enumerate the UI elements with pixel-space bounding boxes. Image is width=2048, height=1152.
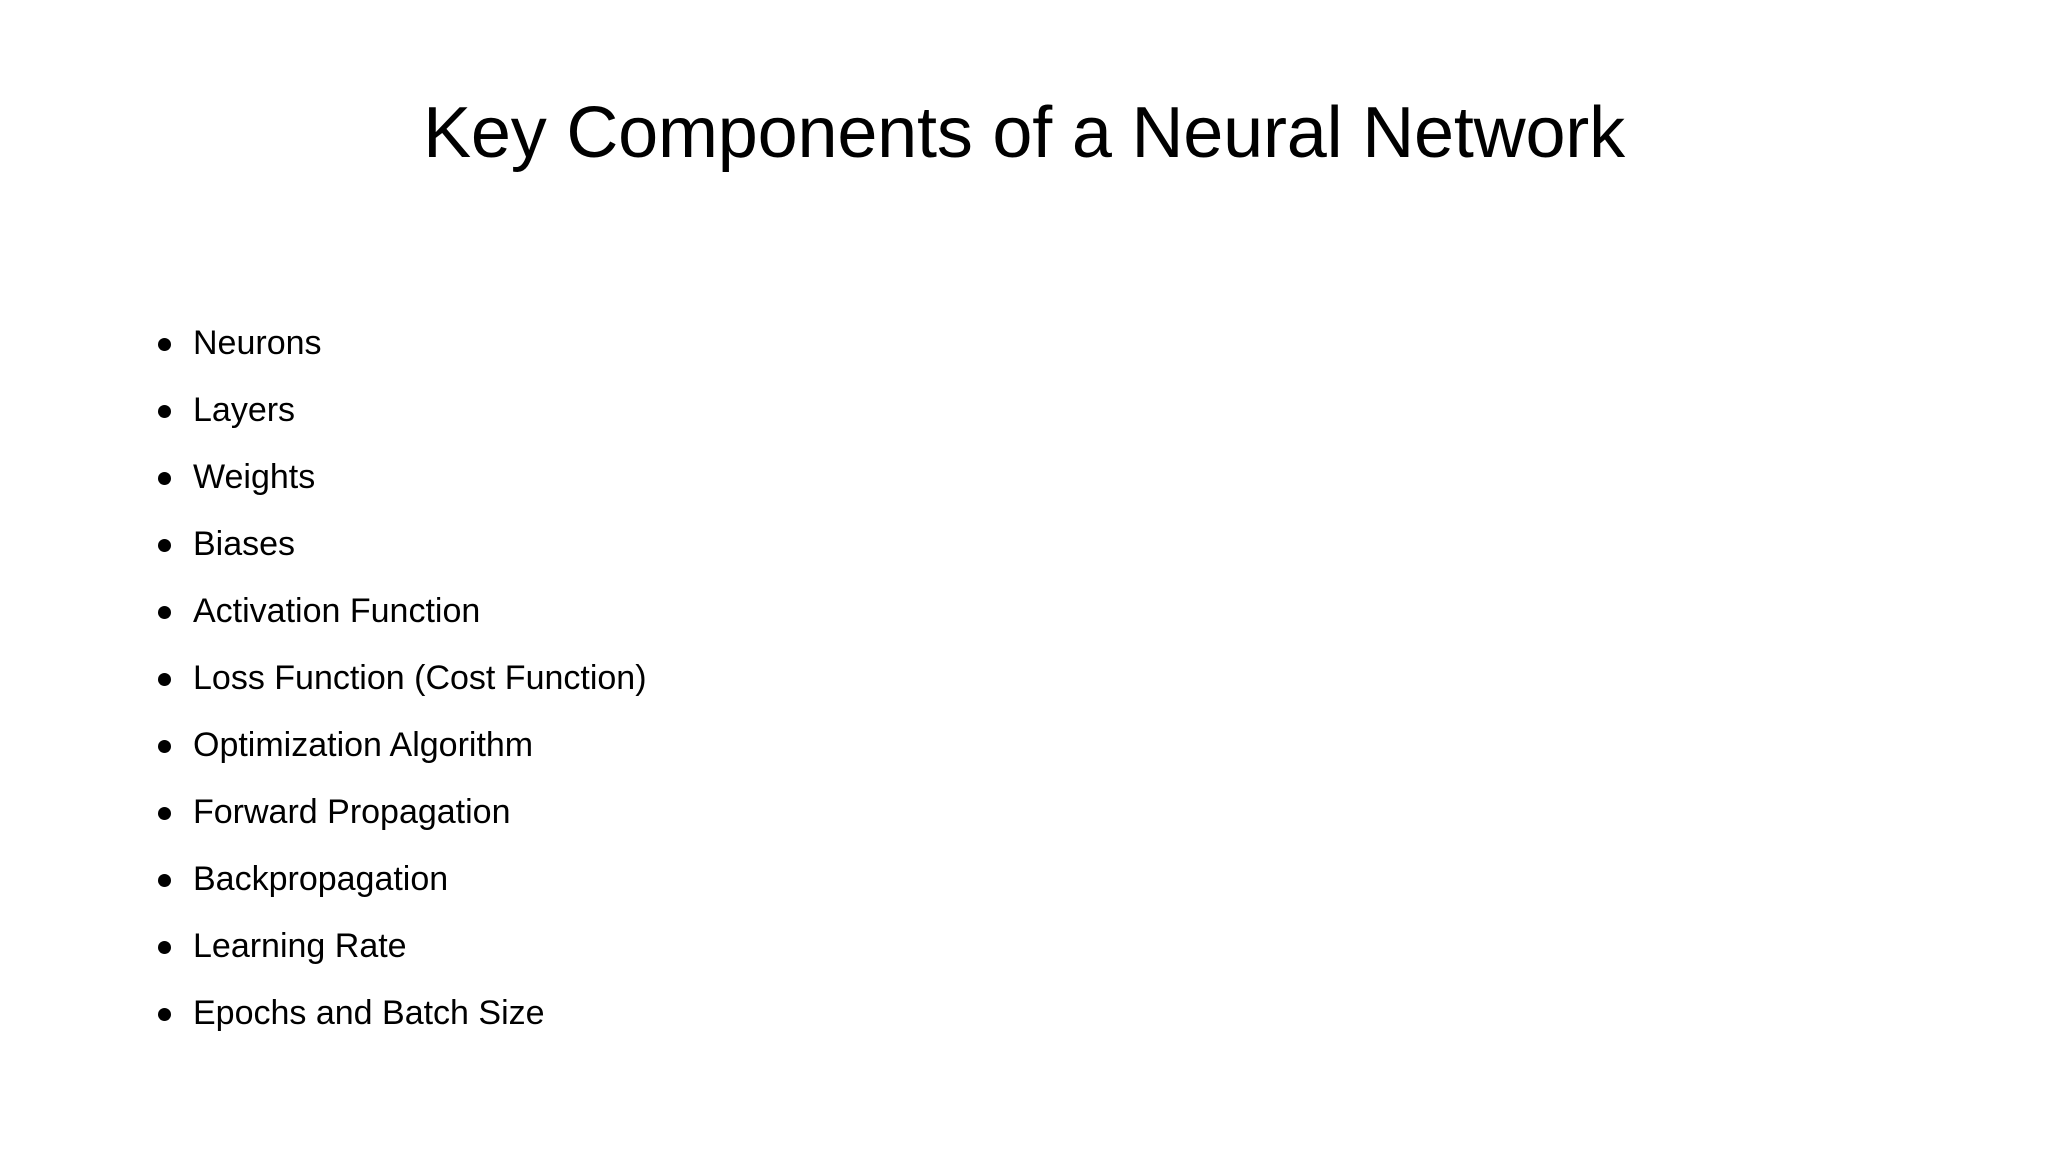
list-item-label: Learning Rate	[193, 927, 407, 965]
list-item-label: Neurons	[193, 324, 322, 362]
list-item-label: Epochs and Batch Size	[193, 994, 545, 1032]
page-title: Key Components of a Neural Network	[423, 93, 1625, 173]
list-item: Optimization Algorithm	[155, 712, 1855, 779]
bullet-dot-icon	[158, 1007, 171, 1021]
list-item: Layers	[155, 377, 1855, 444]
bullet-dot-icon	[158, 538, 171, 552]
list-item: Biases	[155, 511, 1855, 578]
bullet-list: Neurons Layers Weights Biases Activation…	[155, 310, 1855, 1047]
bullet-dot-icon	[158, 337, 171, 351]
list-item: Activation Function	[155, 578, 1855, 645]
bullet-dot-icon	[158, 471, 171, 485]
list-item-label: Backpropagation	[193, 860, 449, 898]
list-item: Neurons	[155, 310, 1855, 377]
bullet-dot-icon	[158, 672, 171, 686]
bullet-dot-icon	[158, 873, 171, 887]
list-item-label: Biases	[193, 525, 296, 563]
list-item: Backpropagation	[155, 846, 1855, 913]
list-item: Learning Rate	[155, 913, 1855, 980]
bullet-dot-icon	[158, 940, 171, 954]
list-item-label: Activation Function	[193, 592, 481, 630]
list-item: Epochs and Batch Size	[155, 980, 1855, 1047]
list-item: Forward Propagation	[155, 779, 1855, 846]
list-item: Weights	[155, 444, 1855, 511]
bullet-dot-icon	[158, 605, 171, 619]
bullet-dot-icon	[158, 806, 171, 820]
list-item-label: Optimization Algorithm	[193, 726, 534, 764]
list-item-label: Layers	[193, 391, 296, 429]
list-item-label: Weights	[193, 458, 316, 496]
list-item-label: Loss Function (Cost Function)	[193, 659, 647, 697]
bullet-dot-icon	[158, 404, 171, 418]
list-item-label: Forward Propagation	[193, 793, 511, 831]
list-item: Loss Function (Cost Function)	[155, 645, 1855, 712]
bullet-dot-icon	[158, 739, 171, 753]
